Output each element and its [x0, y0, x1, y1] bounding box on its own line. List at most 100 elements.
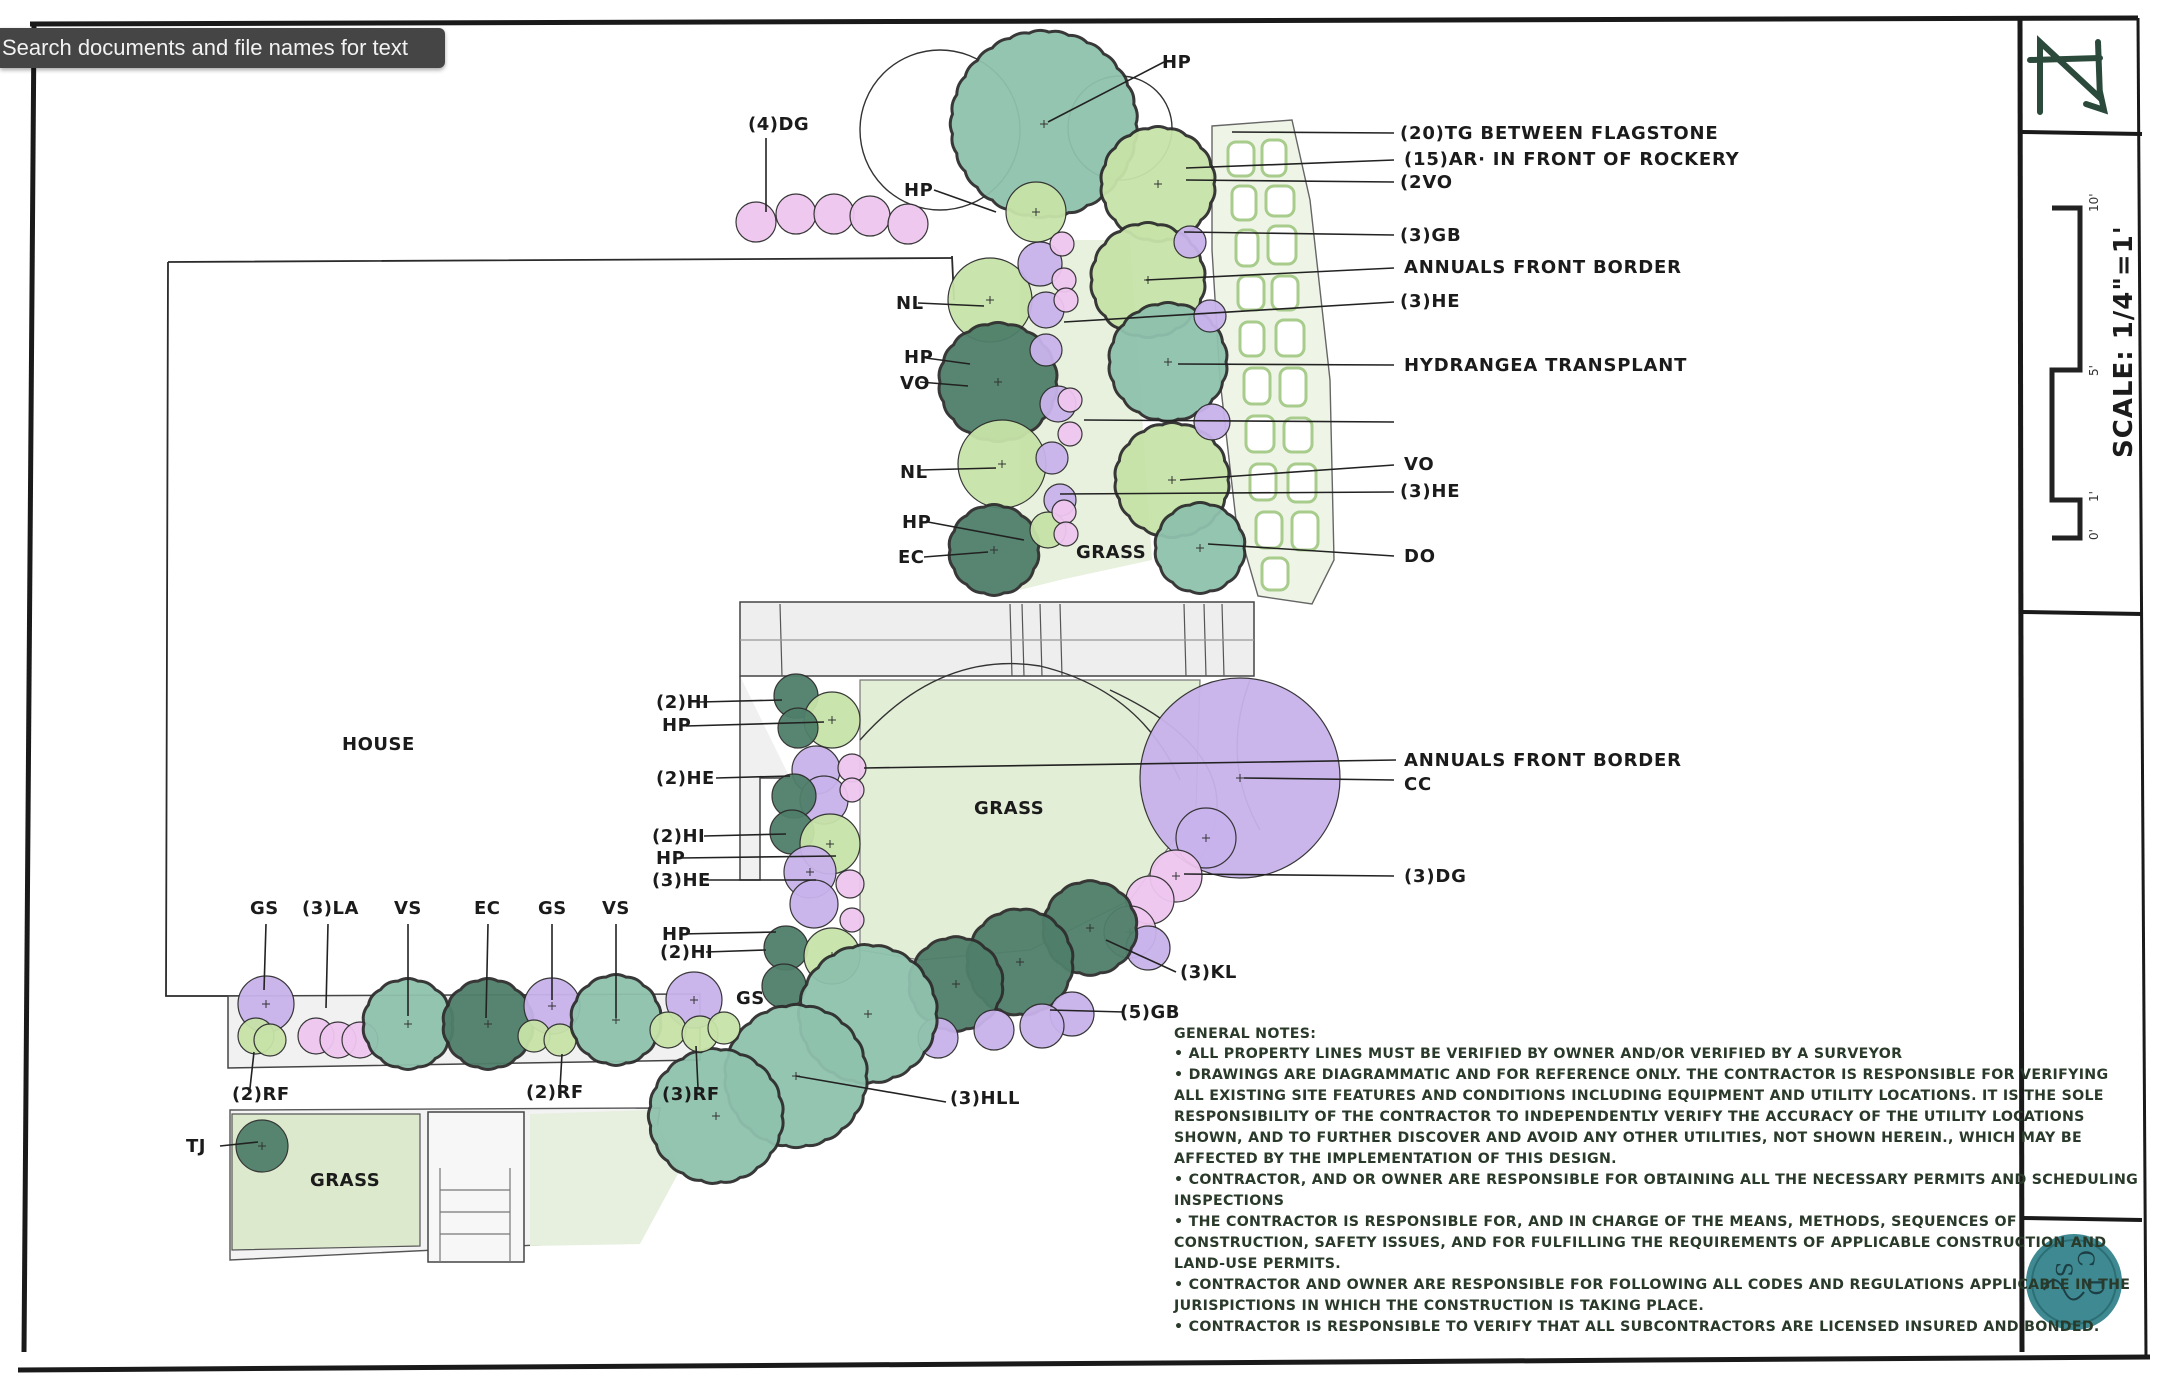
- scale-label: SCALE: 1/4"=1': [2109, 225, 2139, 458]
- label-nl-a: NL: [896, 293, 924, 314]
- note-line: RESPONSIBILITY OF THE CONTRACTOR TO INDE…: [1174, 1109, 2085, 1125]
- note-line: JURISPICTIONS IN WHICH THE CONSTRUCTION …: [1173, 1298, 1704, 1314]
- plant-symbol: [1017, 241, 1063, 287]
- label-3rf: (3)RF: [662, 1084, 720, 1105]
- plant-symbol: [1193, 403, 1231, 441]
- plant-center-mark: [712, 1112, 720, 1120]
- label-2rf-b: (2)RF: [526, 1082, 584, 1103]
- label-hp-c: HP: [902, 512, 931, 533]
- note-line: • DRAWINGS ARE DIAGRAMMATIC AND FOR REFE…: [1174, 1067, 2108, 1083]
- plant-center-mark: [1202, 834, 1210, 842]
- note-line: AFFECTED BY THE IMPLEMENTATION OF THIS D…: [1174, 1151, 1617, 1167]
- note-line: LAND-USE PERMITS.: [1174, 1256, 1341, 1272]
- plant-symbol: [1029, 333, 1063, 367]
- plant-symbol: [1053, 287, 1079, 313]
- svg-text:D: D: [2082, 1278, 2107, 1296]
- note-line: • ALL PROPERTY LINES MUST BE VERIFIED BY…: [1174, 1046, 1902, 1062]
- plant-center-mark: [864, 1010, 872, 1018]
- plant-symbol: [887, 203, 929, 245]
- label-3kl: (3)KL: [1180, 962, 1237, 983]
- note-line: SHOWN, AND TO FURTHER DISCOVER AND AVOID…: [1174, 1130, 2082, 1146]
- label-vs-2: VS: [602, 898, 630, 919]
- label-3dg: (3)DG: [1404, 866, 1467, 887]
- plant-center-mark: [952, 980, 960, 988]
- designer-logo: S C D: [2026, 1234, 2122, 1330]
- plant-symbol: [775, 193, 817, 235]
- plant-symbol: [1193, 299, 1227, 333]
- plant-symbol: [1057, 421, 1083, 447]
- plant-center-mark: [1086, 924, 1094, 932]
- note-line: • CONTRACTOR AND OWNER ARE RESPONSIBLE F…: [1174, 1277, 2130, 1293]
- plant-symbol: [835, 869, 865, 899]
- plant-symbol: [813, 193, 855, 235]
- label-3hll: (3)HLL: [950, 1088, 1020, 1109]
- plant-symbol: [1035, 441, 1069, 475]
- svg-text:S: S: [2050, 1262, 2075, 1277]
- label-ec-b: EC: [474, 898, 501, 919]
- scale-tick-10: 10': [2087, 193, 2101, 212]
- label-annuals-2: ANNUALS FRONT BORDER: [1404, 750, 1682, 771]
- label-hp-f: HP: [662, 924, 691, 945]
- label-grass-mid: GRASS: [974, 798, 1044, 819]
- label-gs-small: GS: [736, 988, 765, 1009]
- plant-symbol: [849, 195, 891, 237]
- plant-center-mark: [690, 996, 698, 1004]
- label-2vo: (2VO: [1400, 172, 1453, 193]
- search-tooltip: Search documents and file names for text: [0, 28, 445, 68]
- plant-symbol: [1019, 1003, 1065, 1049]
- plant-center-mark: [258, 1142, 266, 1150]
- label-2rf-a: (2)RF: [232, 1084, 290, 1105]
- plant-center-mark: [262, 1000, 270, 1008]
- plant-center-mark: [990, 546, 998, 554]
- label-2he: (2)HE: [656, 768, 715, 789]
- plant-symbol: [789, 879, 839, 929]
- label-hp-d: HP: [662, 715, 691, 736]
- plant-symbol: [1053, 521, 1079, 547]
- label-tg: (20)TG BETWEEN FLAGSTONE: [1400, 123, 1718, 144]
- plant-center-mark: [1032, 208, 1040, 216]
- plant-symbol: [253, 1023, 287, 1057]
- plant-symbol: [649, 1011, 687, 1049]
- label-hp-top: HP: [1162, 52, 1191, 73]
- label-annuals-1: ANNUALS FRONT BORDER: [1404, 257, 1682, 278]
- label-hp-b: HP: [904, 347, 933, 368]
- plant-center-mark: [1168, 476, 1176, 484]
- plant-center-mark: [1236, 774, 1244, 782]
- label-tj: TJ: [186, 1136, 206, 1157]
- plant-symbol: [839, 907, 865, 933]
- label-4dg: (4)DG: [748, 114, 809, 135]
- note-line: • THE CONTRACTOR IS RESPONSIBLE FOR, AND…: [1174, 1214, 2017, 1230]
- label-hp-e: HP: [656, 848, 685, 869]
- label-house: HOUSE: [342, 734, 415, 755]
- label-5gb: (5)GB: [1120, 1002, 1180, 1023]
- note-line: CONSTRUCTION, SAFETY ISSUES, AND FOR FUL…: [1174, 1235, 2106, 1251]
- plant-symbol: [707, 1011, 741, 1045]
- label-2hi-a: (2)HI: [656, 692, 709, 713]
- label-vo-a: VO: [900, 373, 930, 394]
- plant-symbol: [1057, 387, 1083, 413]
- plant-center-mark: [998, 460, 1006, 468]
- scale-tick-0: 0': [2087, 529, 2101, 540]
- plant-center-mark: [828, 716, 836, 724]
- label-3gb: (3)GB: [1400, 225, 1461, 246]
- scale-tick-1: 1': [2087, 491, 2101, 502]
- label-ar: (15)AR· IN FRONT OF ROCKERY: [1404, 149, 1740, 170]
- label-gs-1: GS: [250, 898, 279, 919]
- label-3la: (3)LA: [302, 898, 359, 919]
- label-do: DO: [1404, 546, 1436, 567]
- plant-center-mark: [1016, 958, 1024, 966]
- plant-symbol: [1051, 499, 1077, 525]
- label-grass-top: GRASS: [1076, 542, 1146, 563]
- plant-symbol: [735, 201, 777, 243]
- general-notes: GENERAL NOTES: • ALL PROPERTY LINES MUST…: [1173, 1026, 2138, 1335]
- label-cc: CC: [1404, 774, 1432, 795]
- plant-symbol: [1049, 231, 1075, 257]
- label-3he-c: (3)HE: [652, 870, 711, 891]
- plant-symbol: [1173, 225, 1207, 259]
- plant-symbol: [777, 707, 819, 749]
- label-3he-b: (3)HE: [1400, 481, 1460, 502]
- sheet-frame: [17, 15, 2151, 1373]
- plant-center-mark: [986, 296, 994, 304]
- svg-text:C: C: [2072, 1250, 2097, 1267]
